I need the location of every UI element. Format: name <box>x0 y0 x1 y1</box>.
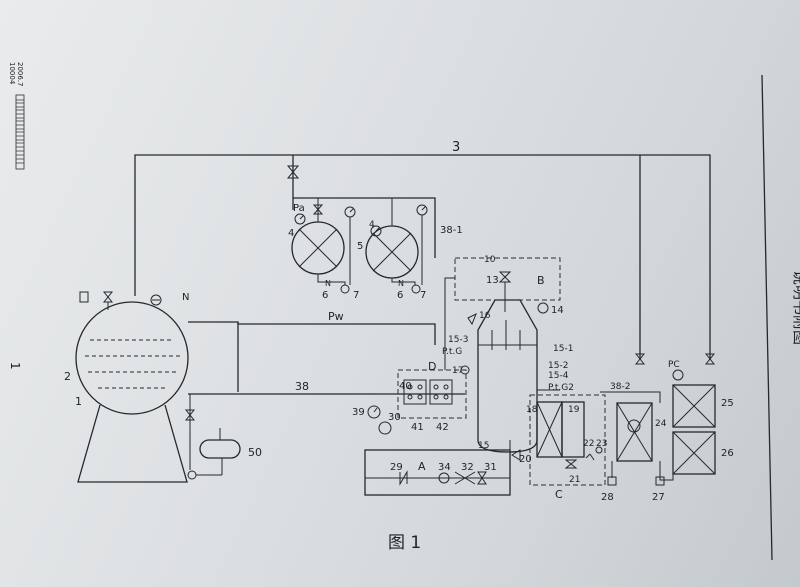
tank-gauge <box>150 294 162 306</box>
drain-27 <box>655 461 674 486</box>
label-16: 16 <box>479 311 491 321</box>
pipe-pw <box>188 321 239 392</box>
cylinder-drain-lines <box>317 215 423 294</box>
label-30: 30 <box>388 412 401 423</box>
figure-caption: 图 1 <box>388 533 421 553</box>
unit-24 <box>600 391 661 462</box>
label-15-2: 15-2 <box>548 361 568 371</box>
label-31: 31 <box>484 462 497 473</box>
label-10: 10 <box>484 255 496 265</box>
label-38-2: 38-2 <box>610 382 630 392</box>
page-number: 1 <box>8 362 22 370</box>
gauge-14 <box>537 302 549 314</box>
valve-38-2 <box>634 353 646 365</box>
label-ptg1: P.t.G <box>442 347 462 357</box>
label-34: 34 <box>438 462 451 473</box>
label-42: 42 <box>436 422 449 433</box>
gauge-30 <box>378 421 392 435</box>
label-14: 14 <box>551 305 564 316</box>
label-50: 50 <box>248 446 262 459</box>
label-26: 26 <box>721 448 734 459</box>
label-25: 25 <box>721 398 734 409</box>
label-4a: 4 <box>288 228 294 239</box>
label-a: A <box>418 460 426 473</box>
storage-tank-1 <box>75 291 189 483</box>
label-38: 38 <box>295 380 309 393</box>
label-21: 21 <box>569 475 580 485</box>
label-15-3: 15-3 <box>448 335 468 345</box>
stamp-line1: 10004 <box>8 62 16 85</box>
safety-valve-icon <box>102 291 114 310</box>
label-ptg2: P.t.G2 <box>548 383 574 393</box>
label-38-1: 38-1 <box>440 225 463 236</box>
label-n-valve-a: N <box>325 279 331 288</box>
label-19: 19 <box>568 405 580 415</box>
label-pw: Pw <box>328 310 344 323</box>
gauge-pc <box>672 369 684 381</box>
label-15-1: 15-1 <box>553 344 573 354</box>
valve-20 <box>511 449 521 461</box>
label-20: 20 <box>519 454 532 465</box>
label-41: 41 <box>411 422 424 433</box>
valve-25 <box>704 353 716 365</box>
label-6a: 6 <box>322 290 328 301</box>
valve-16 <box>467 312 477 326</box>
label-b: B <box>537 274 545 287</box>
cylinder-header-pipe <box>293 197 436 258</box>
header-title: 说明书附图 <box>791 270 800 345</box>
barcode-stamp <box>15 94 25 170</box>
stamp-line2: 2006.7 <box>16 62 24 87</box>
loop-a <box>364 440 511 496</box>
gauge-39 <box>367 405 381 419</box>
label-13: 13 <box>486 275 499 286</box>
label-29: 29 <box>390 462 403 473</box>
label-6b: 6 <box>397 290 403 301</box>
pressure-gauge-pa <box>294 213 306 225</box>
label-2: 2 <box>64 370 71 383</box>
drain-28 <box>607 461 617 486</box>
control-panel-d <box>397 369 467 419</box>
label-pc: PC <box>668 360 680 370</box>
label-27: 27 <box>652 492 665 503</box>
box-b <box>454 257 561 301</box>
valve-13 <box>498 271 512 312</box>
valves-21-23 <box>564 446 603 469</box>
label-17: 17 <box>452 366 463 376</box>
label-n-tank: N <box>182 292 189 303</box>
label-15: 15 <box>478 441 489 451</box>
label-n-valve-b: N <box>398 279 404 288</box>
label-c: C <box>555 488 563 501</box>
gas-cylinder-5 <box>365 198 419 279</box>
pipe-pw-top <box>237 322 436 345</box>
label-40: 40 <box>399 381 412 392</box>
label-23: 23 <box>596 439 607 449</box>
vessel-50 <box>184 394 241 480</box>
heat-exchanger-18-19 <box>529 394 606 486</box>
pipe-b-left <box>444 277 455 370</box>
label-7a: 7 <box>353 290 359 301</box>
label-7b: 7 <box>420 290 426 301</box>
label-4b: 4 <box>369 220 375 230</box>
label-22: 22 <box>583 439 594 449</box>
label-28: 28 <box>601 492 614 503</box>
unit-25 <box>672 384 716 428</box>
label-3: 3 <box>452 140 460 155</box>
label-d: D <box>428 360 436 373</box>
label-39: 39 <box>352 407 365 418</box>
gauge-cylinder-5 <box>344 204 428 237</box>
gauge-17 <box>460 365 470 375</box>
label-18: 18 <box>526 405 538 415</box>
label-pa: Pa <box>293 203 305 214</box>
valve-top <box>286 155 300 210</box>
label-1: 1 <box>75 395 82 408</box>
label-32: 32 <box>461 462 474 473</box>
main-pipe-3 <box>134 154 711 360</box>
label-5: 5 <box>357 241 363 252</box>
label-24: 24 <box>655 419 667 429</box>
page-border-right <box>761 74 773 561</box>
unit-26 <box>672 431 716 475</box>
label-15-4: 15-4 <box>548 371 569 381</box>
